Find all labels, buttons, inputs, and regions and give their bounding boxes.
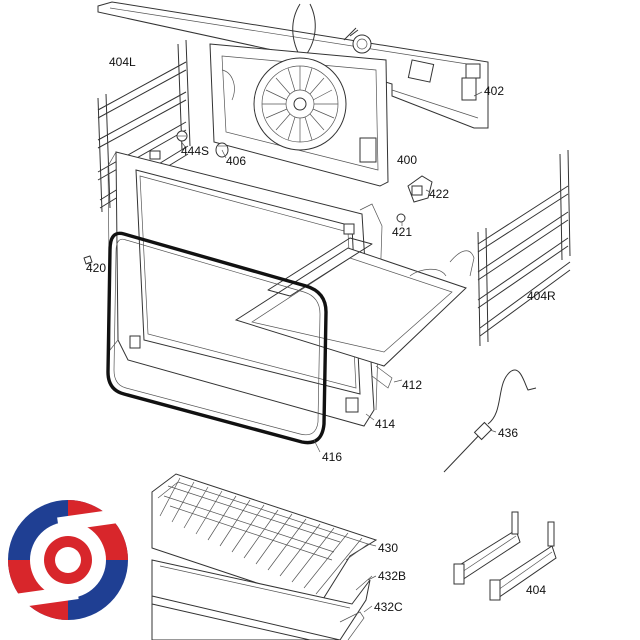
tray-432C[interactable]: [151, 595, 365, 640]
temperature-sensor-436[interactable]: [443, 369, 537, 473]
label-432B: 432B: [378, 569, 406, 583]
telescopic-rails-404[interactable]: [453, 511, 557, 601]
cavity-base-412[interactable]: [234, 237, 475, 389]
label-404L: 404L: [109, 55, 136, 69]
label-422: 422: [429, 187, 449, 201]
label-421: 421: [392, 225, 412, 239]
label-444S: 444S: [181, 144, 209, 158]
label-412: 412: [402, 378, 422, 392]
tray-432B[interactable]: [151, 559, 373, 640]
label-436: 436: [498, 426, 518, 440]
leader-lines: [87, 91, 497, 613]
part-444S[interactable]: [176, 130, 188, 142]
part-422[interactable]: [407, 175, 433, 203]
brand-logo: [7, 500, 129, 620]
label-430: 430: [378, 541, 398, 555]
part-421[interactable]: [396, 213, 406, 223]
fan-cover-400[interactable]: [209, 43, 389, 187]
door-gasket-416[interactable]: [106, 231, 328, 445]
label-404R: 404R: [527, 289, 556, 303]
part-420[interactable]: [83, 255, 93, 265]
label-400: 400: [397, 153, 417, 167]
label-416: 416: [322, 450, 342, 464]
rear-panel-402[interactable]: [97, 1, 489, 129]
oven-shelf-430[interactable]: [151, 473, 378, 605]
label-414: 414: [375, 417, 395, 431]
label-420: 420: [86, 261, 106, 275]
label-402: 402: [484, 84, 504, 98]
label-404: 404: [526, 583, 546, 597]
label-432C: 432C: [374, 600, 403, 614]
side-rack-404R[interactable]: [477, 149, 571, 347]
label-406: 406: [226, 154, 246, 168]
